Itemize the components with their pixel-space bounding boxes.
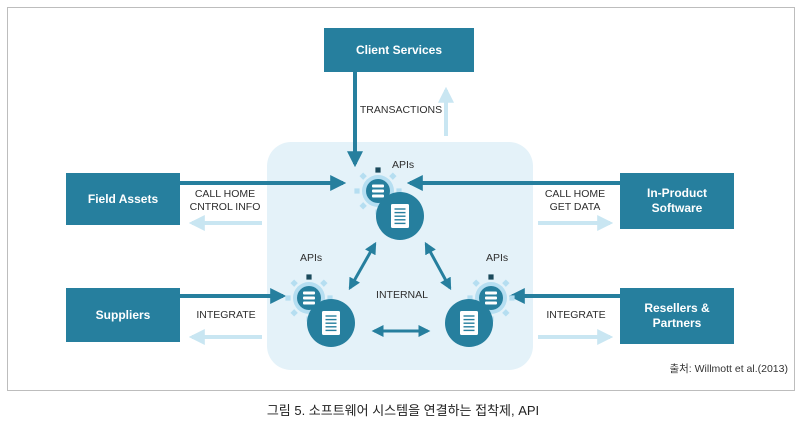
connector-tooth — [290, 309, 298, 317]
connector-bar — [485, 291, 497, 295]
api-node-top — [354, 167, 424, 240]
connector-tooth — [306, 274, 312, 280]
connector-bar — [303, 291, 315, 295]
connector-tooth — [375, 167, 381, 173]
call-home-data-label: CALL HOME GET DATA — [544, 188, 606, 213]
connector-tooth — [320, 279, 328, 287]
integrate-right-label: INTEGRATE — [546, 309, 606, 321]
api-label-left: APIs — [300, 252, 323, 264]
call-home-control-label: CALL HOME CNTROL INFO — [189, 188, 261, 213]
connector-bar — [303, 296, 315, 300]
connector-tooth — [285, 295, 291, 301]
resellers-partners-box: Resellers & Partners — [620, 288, 734, 344]
connector-tooth — [354, 188, 360, 194]
connector-bar — [372, 194, 384, 198]
connector-bar — [485, 301, 497, 305]
connector-tooth — [488, 274, 494, 280]
figure-caption: 그림 5. 소프트웨어 시스템을 연결하는 접착제, API — [266, 403, 540, 418]
internal-label: INTERNAL — [376, 289, 428, 301]
connector-tooth — [502, 279, 510, 287]
api-node-right — [445, 274, 515, 347]
arrow-top-left — [348, 241, 377, 291]
connector-tooth — [509, 295, 515, 301]
connector-bar — [485, 296, 497, 300]
incoming-arrows — [180, 72, 620, 304]
api-label-top: APIs — [392, 159, 415, 171]
connector-bar — [372, 189, 384, 193]
connector-bar — [303, 301, 315, 305]
api-label-right: APIs — [486, 252, 509, 264]
connector-tooth — [290, 279, 298, 287]
field-assets-box: Field Assets — [66, 173, 180, 225]
source-note: 출처: Willmott et al.(2013) — [669, 363, 788, 375]
connector-tooth — [359, 202, 367, 210]
connector-bar — [372, 184, 384, 188]
in-product-software-box: In-Product Software — [620, 173, 734, 229]
api-node-left — [285, 274, 355, 347]
transactions-label: TRANSACTIONS — [359, 104, 443, 116]
client-services-box: Client Services — [324, 28, 474, 72]
connector-tooth — [389, 172, 397, 180]
connector-tooth — [472, 279, 480, 287]
internal-arrows — [348, 241, 452, 337]
return-arrows — [188, 86, 614, 345]
connector-tooth — [359, 172, 367, 180]
connector-tooth — [502, 309, 510, 317]
suppliers-box: Suppliers — [66, 288, 180, 342]
integrate-left-label: INTEGRATE — [196, 309, 256, 321]
arrow-top-right — [424, 241, 452, 291]
